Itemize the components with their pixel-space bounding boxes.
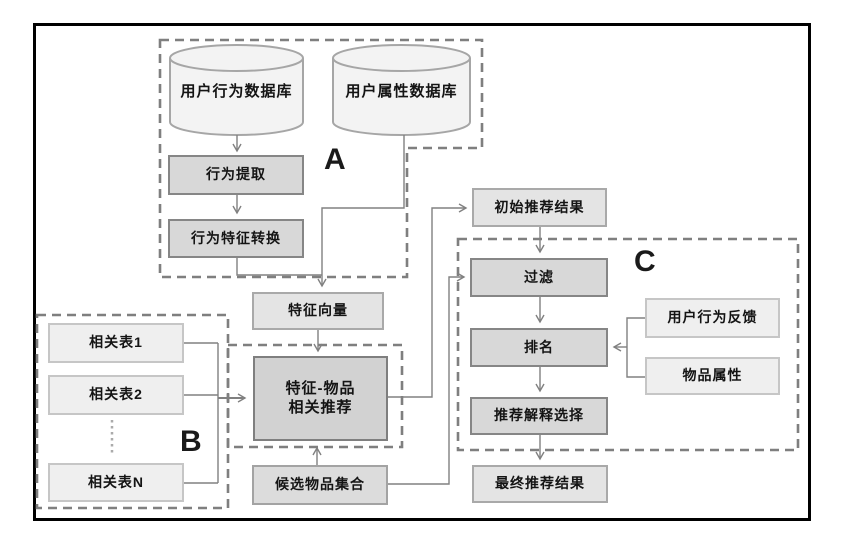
node-candidate-item-set: 候选物品集合 xyxy=(252,465,388,505)
node-user-behavior-feedback: 用户行为反馈 xyxy=(645,298,780,338)
group-c-label: C xyxy=(634,245,656,278)
node-filter: 过滤 xyxy=(470,258,608,297)
connector-feedback-attribute-collector xyxy=(626,317,645,378)
figure-frame xyxy=(33,23,811,521)
node-behavior-feature-convert: 行为特征转换 xyxy=(168,219,304,258)
node-db-attribute-label: 用户属性数据库 xyxy=(345,82,458,100)
db-attribute-cylinder xyxy=(332,44,471,136)
connector-related-tables-collector xyxy=(184,342,219,484)
db-behavior-cylinder xyxy=(169,44,304,136)
connector-feature-item-to-initial-result xyxy=(388,203,468,398)
feature-item-line2: 相关推荐 xyxy=(288,398,353,416)
feature-item-line1: 特征-物品 xyxy=(285,379,356,397)
group-b-label: B xyxy=(180,425,202,458)
node-final-result: 最终推荐结果 xyxy=(472,465,608,503)
connector-candidate-to-filter xyxy=(388,272,466,485)
node-initial-result: 初始推荐结果 xyxy=(472,188,607,227)
node-behavior-extract: 行为提取 xyxy=(168,155,304,195)
connector-db2-to-feature-vector xyxy=(317,135,405,288)
node-item-attribute: 物品属性 xyxy=(645,357,780,395)
node-related-table-2: 相关表2 xyxy=(48,375,184,415)
node-feature-item-recommend: 特征-物品 相关推荐 xyxy=(253,356,388,441)
connector-convert-to-junction xyxy=(236,258,322,276)
node-related-table-n: 相关表N xyxy=(48,463,184,502)
node-db-behavior-label: 用户行为数据库 xyxy=(180,82,293,100)
group-a-label: A xyxy=(324,143,346,176)
node-explanation-select: 推荐解释选择 xyxy=(470,397,608,435)
node-feature-vector: 特征向量 xyxy=(252,292,384,330)
group-a-outline xyxy=(158,38,484,279)
group-c-outline xyxy=(456,237,800,452)
node-ranking: 排名 xyxy=(470,328,608,367)
node-related-table-1: 相关表1 xyxy=(48,323,184,363)
